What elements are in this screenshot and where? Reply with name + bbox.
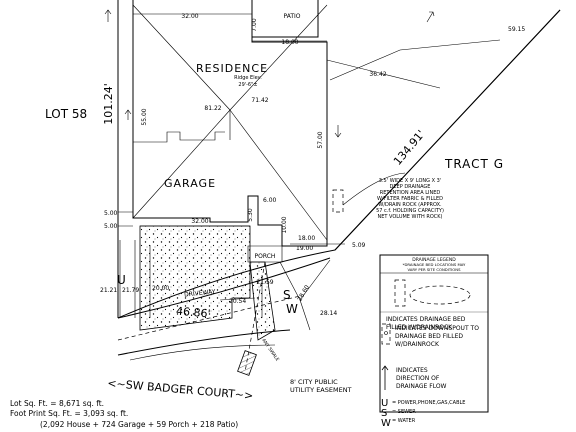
porch-label: PORCH [255,253,276,260]
svg-text:55.00: 55.00 [141,108,148,125]
svg-text:5.00: 5.00 [104,210,118,217]
utility-easement-2 [129,344,276,361]
svg-text:RETENTION AREA LINED: RETENTION AREA LINED [380,190,441,196]
svg-text:46.86': 46.86' [176,305,212,321]
residence-label: RESIDENCE [196,62,268,75]
svg-text:DRAINAGE LEGEND: DRAINAGE LEGEND [412,257,456,263]
garage-wall [133,131,225,143]
svg-text:59.15: 59.15 [508,26,525,33]
utility-easement [117,295,301,341]
svg-text:57.00: 57.00 [317,131,324,148]
u-marker: U [117,273,126,287]
driveway-label: DRIVEWAY [184,288,216,298]
walkway [249,261,276,341]
svg-text:Foot Print Sq. Ft. = 3,093 sq.: Foot Print Sq. Ft. = 3,093 sq. ft. [10,409,128,418]
patio-label: PATIO [283,13,300,20]
lot-side-line [334,9,561,251]
svg-text:U: U [381,398,388,409]
svg-text:21.79: 21.79 [122,287,139,294]
svg-text:5.09: 5.09 [352,242,366,249]
svg-text:7.00: 7.00 [251,18,258,32]
flow-arrow-4 [426,11,435,23]
utility-legend: U S W = POWER,PHONE,GAS,CABLE = SEWER = … [381,398,465,429]
svg-text:DEEP DRAINAGE: DEEP DRAINAGE [390,184,431,190]
drainage-leader [342,172,406,206]
svg-text:W/DRAINROCK: W/DRAINROCK [395,341,440,348]
svg-text:18.00: 18.00 [298,235,315,242]
drainage-note: 3.5' WIDE X 9' LONG X 3' DEEP DRAINAGE R… [376,178,444,220]
lot58-label: LOT 58 [45,107,87,121]
flow-arrow-1 [104,9,112,22]
svg-text:18.00: 18.00 [281,39,298,46]
s-marker: S [283,288,291,302]
street-label: <~SW BADGER COURT~> [107,377,254,403]
svg-text:5.30: 5.30 [247,208,254,222]
svg-text:DRAINAGE BED FILLED: DRAINAGE BED FILLED [395,333,463,340]
dim-lines [117,13,501,331]
svg-text:Lot Sq. Ft. = 8,671 sq. ft.: Lot Sq. Ft. = 8,671 sq. ft. [10,399,104,408]
flow-arrow-2 [124,109,132,120]
water-meter [237,350,257,376]
ridge-elev-value: 29'-6"± [238,82,257,88]
svg-text:DIRECTION OF: DIRECTION OF [396,375,440,382]
svg-text:20.54: 20.54 [229,298,246,305]
utility-easement-line1: 8' CITY PUBLIC [290,378,338,386]
svg-text:36.42: 36.42 [369,71,386,78]
swale-note: ANY SWALE [260,338,280,363]
svg-text:= SEWER: = SEWER [392,409,416,415]
svg-text:10.00: 10.00 [281,216,288,233]
roof-lines [132,4,328,241]
svg-text:(2,092 House + 724 Garage + 59: (2,092 House + 724 Garage + 59 Porch + 2… [40,420,238,429]
svg-text:= WATER: = WATER [392,418,416,424]
drainage-legend: DRAINAGE LEGEND *DRAINAGE BED LOCATIONS … [379,254,489,413]
svg-text:= POWER,PHONE,GAS,CABLE: = POWER,PHONE,GAS,CABLE [392,400,465,406]
svg-text:20.00: 20.00 [152,285,169,292]
svg-text:S: S [381,408,387,419]
svg-text:21.21: 21.21 [100,287,117,294]
residence-outline [132,0,328,247]
svg-text:VARY PER SITE CONDITIONS: VARY PER SITE CONDITIONS [407,267,461,272]
svg-text:DRAINAGE FLOW: DRAINAGE FLOW [396,383,447,390]
svg-text:INDICATES: INDICATES [396,367,428,374]
svg-text:32.00: 32.00 [181,13,198,20]
w-marker: W [286,302,298,316]
svg-text:*DRAINAGE BED LOCATIONS MAY: *DRAINAGE BED LOCATIONS MAY [403,262,466,267]
svg-text:21.59: 21.59 [256,279,273,286]
svg-text:28.14: 28.14 [320,310,337,317]
svg-text:32.00: 32.00 [191,218,208,225]
svg-text:101.24': 101.24' [102,83,115,125]
svg-text:81.22: 81.22 [204,105,221,112]
svg-text:NET VOLUME WITH ROCK): NET VOLUME WITH ROCK) [377,214,442,220]
svg-text:W/FILTER FABRIC & FILLED: W/FILTER FABRIC & FILLED [377,196,443,202]
svg-text:FILLED W/DRAINROCK: FILLED W/DRAINROCK [386,324,453,331]
svg-text:INDICATES DOWNSPOUT TO: INDICATES DOWNSPOUT TO [395,325,479,332]
svg-text:57 c.f. HOLDING CAPACITY): 57 c.f. HOLDING CAPACITY) [376,208,444,214]
svg-text:28.60: 28.60 [296,284,311,303]
svg-text:3.5' WIDE X 9' LONG X 3': 3.5' WIDE X 9' LONG X 3' [379,178,441,184]
street-edge [117,329,291,356]
flow-arrow-3 [334,125,342,138]
svg-text:W/DRAIN ROCK (APPROX.: W/DRAIN ROCK (APPROX. [378,202,442,208]
svg-text:5.00: 5.00 [104,223,118,230]
curb-arc [117,257,331,319]
svg-text:19.00: 19.00 [296,245,313,252]
svg-text:6.00: 6.00 [263,197,277,204]
svg-text:INDICATES DRAINAGE BED: INDICATES DRAINAGE BED [386,316,466,323]
lot-stats: Lot Sq. Ft. = 8,671 sq. ft. Foot Print S… [10,399,238,429]
drainage-bed [332,189,344,213]
svg-text:W: W [381,418,391,429]
tract-label: TRACT G [444,157,504,171]
ridge-elev-label: Ridge Elev. [234,75,262,81]
utility-easement-line2: UTILITY EASEMENT [290,386,352,394]
svg-text:71.42: 71.42 [251,97,268,104]
svg-text:134.91': 134.91' [391,128,428,168]
garage-label: GARAGE [164,177,216,190]
